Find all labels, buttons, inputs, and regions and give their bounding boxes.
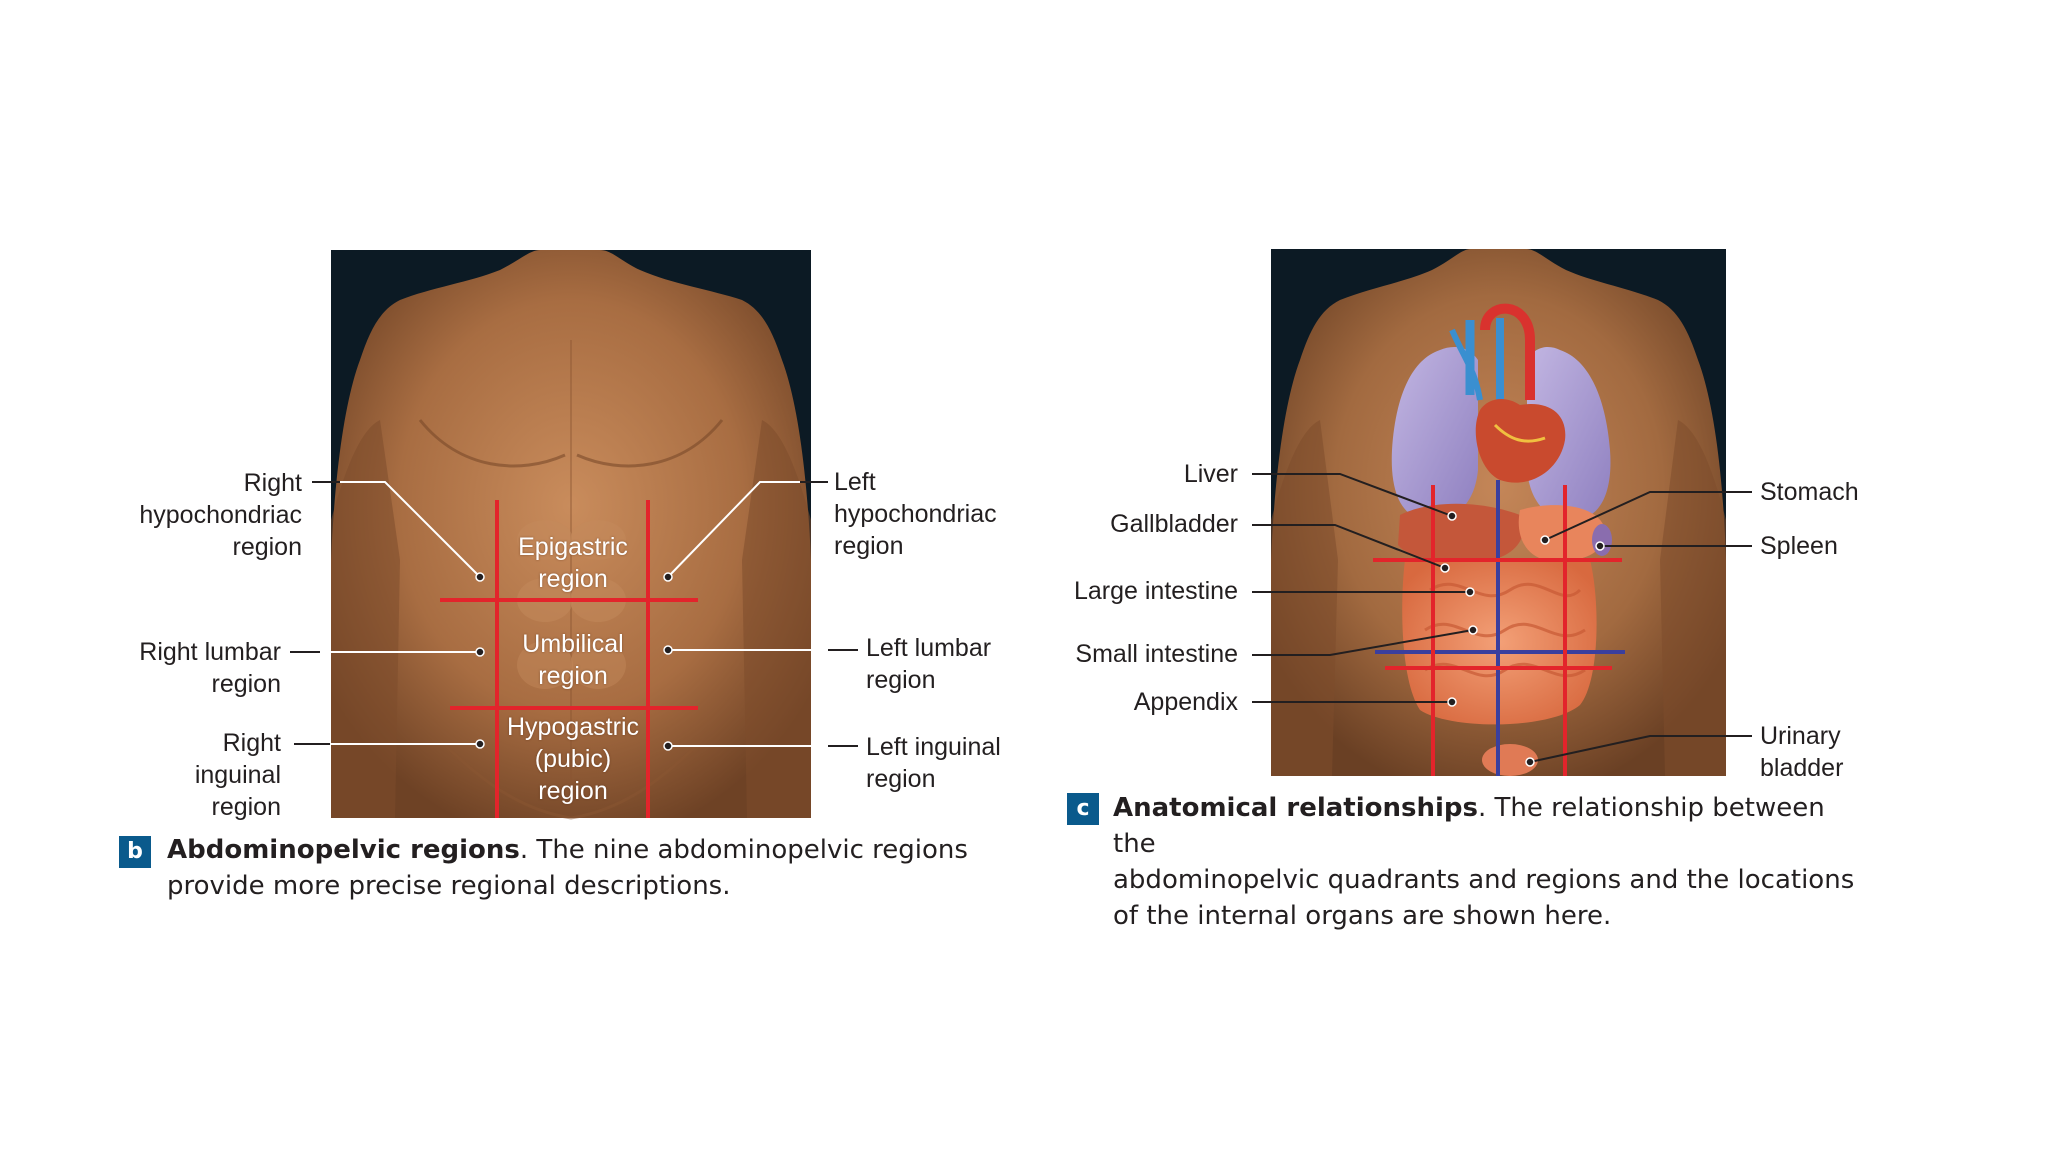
label-line: Small intestine: [1075, 640, 1238, 668]
panel-c-quadrant-grid: [1375, 480, 1625, 776]
panel-c-region-grid: [1373, 485, 1622, 776]
label-urinary-bladder: Urinary bladder: [1760, 720, 1843, 784]
label-appendix: Appendix: [1134, 686, 1238, 718]
label-line: Right lumbar: [139, 638, 281, 666]
label-line: bladder: [1760, 754, 1844, 782]
label-gallbladder: Gallbladder: [1110, 508, 1238, 540]
panel-b-badge: b: [119, 836, 151, 868]
label-line: Urinary: [1760, 722, 1841, 750]
epigastric-region-text: Epigastric region: [502, 531, 644, 595]
panel-b-caption-line-2: provide more precise regional descriptio…: [167, 871, 731, 901]
label-spleen: Spleen: [1760, 530, 1838, 562]
panel-c-leader-lines: [1252, 473, 1752, 763]
label-line: region: [211, 793, 282, 821]
panel-c-leader-dots: [1440, 511, 1605, 767]
label-line: inguinal: [194, 761, 281, 789]
panel-b-caption-text: . The nine abdominopelvic regions: [519, 835, 968, 865]
epigastric-line-2: region: [538, 565, 608, 593]
label-line: region: [211, 670, 282, 698]
label-line: hypochondriac: [834, 500, 997, 528]
panel-b-torso-photo: [331, 250, 811, 820]
label-line: Stomach: [1760, 478, 1859, 506]
label-small-intestine: Small intestine: [1075, 638, 1238, 670]
hypogastric-region-text: Hypogastric (pubic) region: [492, 711, 654, 807]
panel-c-caption-line-2: abdominopelvic quadrants and regions and…: [1113, 865, 1855, 895]
label-line: Right: [222, 729, 281, 757]
label-stomach: Stomach: [1760, 476, 1859, 508]
panel-c-badge: c: [1067, 793, 1099, 825]
umbilical-line-2: region: [538, 662, 608, 690]
left-lung: [1527, 347, 1611, 520]
label-left-hypochondriac: Left hypochondriac region: [834, 466, 997, 562]
hypogastric-line-1: Hypogastric: [507, 713, 639, 741]
label-line: region: [866, 666, 936, 694]
panel-b-leader-dots: [475, 572, 673, 751]
label-right-lumbar: Right lumbar region: [139, 636, 281, 700]
panel-b-region-grid: [440, 500, 698, 818]
label-line: Large intestine: [1073, 577, 1238, 605]
label-line: Liver: [1183, 460, 1238, 488]
label-line: region: [834, 532, 904, 560]
panel-b-caption-line-1: Abdominopelvic regions. The nine abdomin…: [167, 832, 987, 868]
panel-c-caption: Anatomical relationships. The relationsh…: [1113, 790, 1873, 934]
label-left-lumbar: Left lumbar region: [866, 632, 991, 696]
label-line: Appendix: [1133, 688, 1238, 716]
label-left-inguinal: Left inguinal region: [866, 731, 1001, 795]
right-lung: [1391, 347, 1478, 520]
label-line: Left: [834, 468, 876, 496]
panel-b-caption-title: Abdominopelvic regions: [167, 835, 520, 865]
label-line: hypochondriac: [139, 501, 302, 529]
panel-b-leader-lines-dark: [290, 481, 858, 747]
umbilical-line-1: Umbilical: [522, 630, 624, 658]
panel-c-caption-title: Anatomical relationships: [1113, 793, 1479, 823]
leader-gallbladder: [1252, 524, 1446, 569]
label-line: region: [232, 533, 303, 561]
leader-stomach: [1544, 491, 1752, 541]
label-line: Spleen: [1760, 532, 1838, 560]
leader-urinary-bladder: [1529, 735, 1752, 763]
label-line: region: [866, 765, 936, 793]
panel-c-caption-line-3: of the internal organs are shown here.: [1113, 901, 1612, 931]
epigastric-line-1: Epigastric: [518, 533, 628, 561]
liver: [1398, 503, 1524, 562]
label-right-inguinal: Right inguinal region: [195, 727, 281, 823]
label-liver: Liver: [1184, 458, 1238, 490]
leader-liver: [1252, 473, 1453, 517]
hypogastric-line-3: region: [538, 777, 608, 805]
label-line: Left inguinal: [866, 733, 1001, 761]
label-line: Right: [243, 469, 302, 497]
panel-c-caption-line-1: Anatomical relationships. The relationsh…: [1113, 790, 1873, 862]
hypogastric-line-2: (pubic): [534, 745, 612, 773]
panel-b-caption: Abdominopelvic regions. The nine abdomin…: [167, 832, 987, 904]
leader-small-intestine: [1252, 629, 1474, 656]
label-line: Gallbladder: [1110, 510, 1238, 538]
umbilical-region-text: Umbilical region: [502, 628, 644, 692]
label-line: Left lumbar: [866, 634, 992, 662]
label-right-hypochondriac: Right hypochondriac region: [139, 467, 302, 563]
spleen: [1592, 524, 1612, 556]
label-large-intestine: Large intestine: [1074, 575, 1238, 607]
panel-c-caption-text: . The relationship between the: [1113, 793, 1825, 859]
